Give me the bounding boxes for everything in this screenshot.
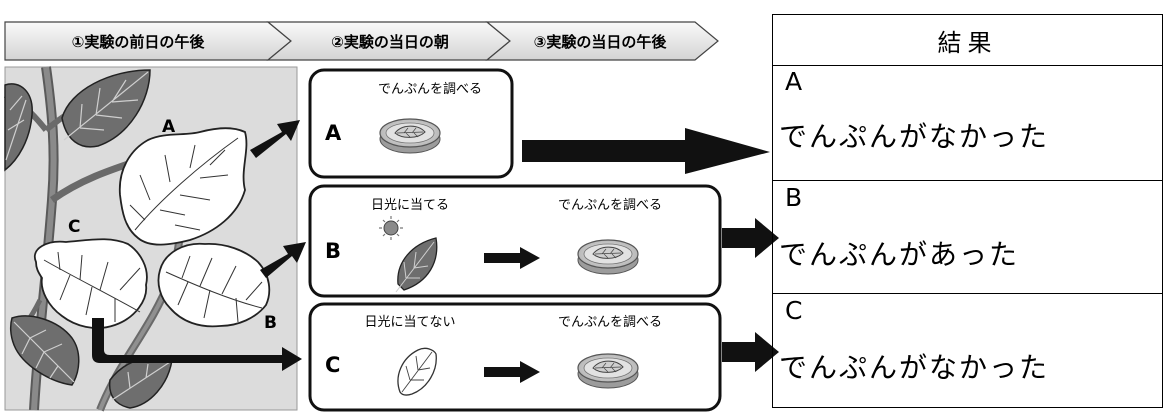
results-row-c-text: でんぷんがなかった [779,351,1050,384]
results-row-a-letter: A [785,67,803,96]
white-leaf-c-icon [397,347,437,396]
experiment-c: 日光に当てない でんぷんを調べる C [308,302,722,412]
arrow-leaf-a [250,120,300,158]
results-row-c-letter: C [785,296,803,325]
plant-illustration: A C B [3,66,298,412]
timeline-step-3-label: ③実験の当日の午後 [534,33,668,51]
experiment-b-letter: B [325,239,341,263]
results-header: 結果 [773,15,1162,66]
timeline: ①実験の前日の午後 ②実験の当日の朝 ③実験の当日の午後 [4,21,719,61]
dark-leaf-top-right [61,69,151,148]
petri-dish-b [577,239,639,275]
result-arrow-a [522,128,770,174]
sun-icon [379,216,403,240]
arrow-leaf-b [260,242,306,278]
experiment-c-caption-right: でんぷんを調べる [558,315,662,330]
leaf-b: B [157,242,277,333]
experiment-b-caption-left: 日光に当てる [371,198,449,213]
results-row-c: C でんぷんがなかった [773,294,1162,407]
dark-leaf-top-left [4,83,33,172]
results-row-b: B でんぷんがあった [773,181,1162,294]
experiment-c-letter: C [325,353,340,377]
results-row-b-letter: B [785,183,803,212]
petri-dish-c [577,353,639,389]
leaf-c-label: C [68,217,80,237]
result-arrow-c [722,332,779,372]
results-row-a-text: でんぷんがなかった [779,120,1050,153]
timeline-step-1-label: ①実験の前日の午後 [72,33,206,51]
experiment-b: 日光に当てる でんぷんを調べる B [308,184,722,298]
experiment-a-letter: A [325,121,342,145]
arrow-leaf-c [92,318,302,371]
experiment-a-caption: でんぷんを調べる [378,82,482,97]
results-row-a: A でんぷんがなかった [773,65,1162,181]
results-table: 結果 A でんぷんがなかった B でんぷんがあった C でんぷんがなかった [772,14,1163,408]
timeline-step-3 [485,21,719,61]
result-arrow-b [722,218,779,258]
leaf-b-label: B [264,313,277,333]
result-arrows [522,128,779,372]
experiment-c-caption-left: 日光に当てない [364,315,455,330]
dark-leaf-b-icon [395,237,438,293]
dark-leaf-bottom-left [9,315,80,386]
petri-dish-a [379,118,441,154]
leaf-a-label: A [162,117,176,137]
connector-arrows [92,120,306,371]
experiment-a: でんぷんを調べる A [308,68,514,179]
leaf-a: A [118,117,248,246]
timeline-step-2-label: ②実験の当日の朝 [331,33,449,51]
experiment-b-caption-right: でんぷんを調べる [558,198,662,213]
leaf-c: C [33,217,148,329]
results-row-b-text: でんぷんがあった [779,238,1020,271]
